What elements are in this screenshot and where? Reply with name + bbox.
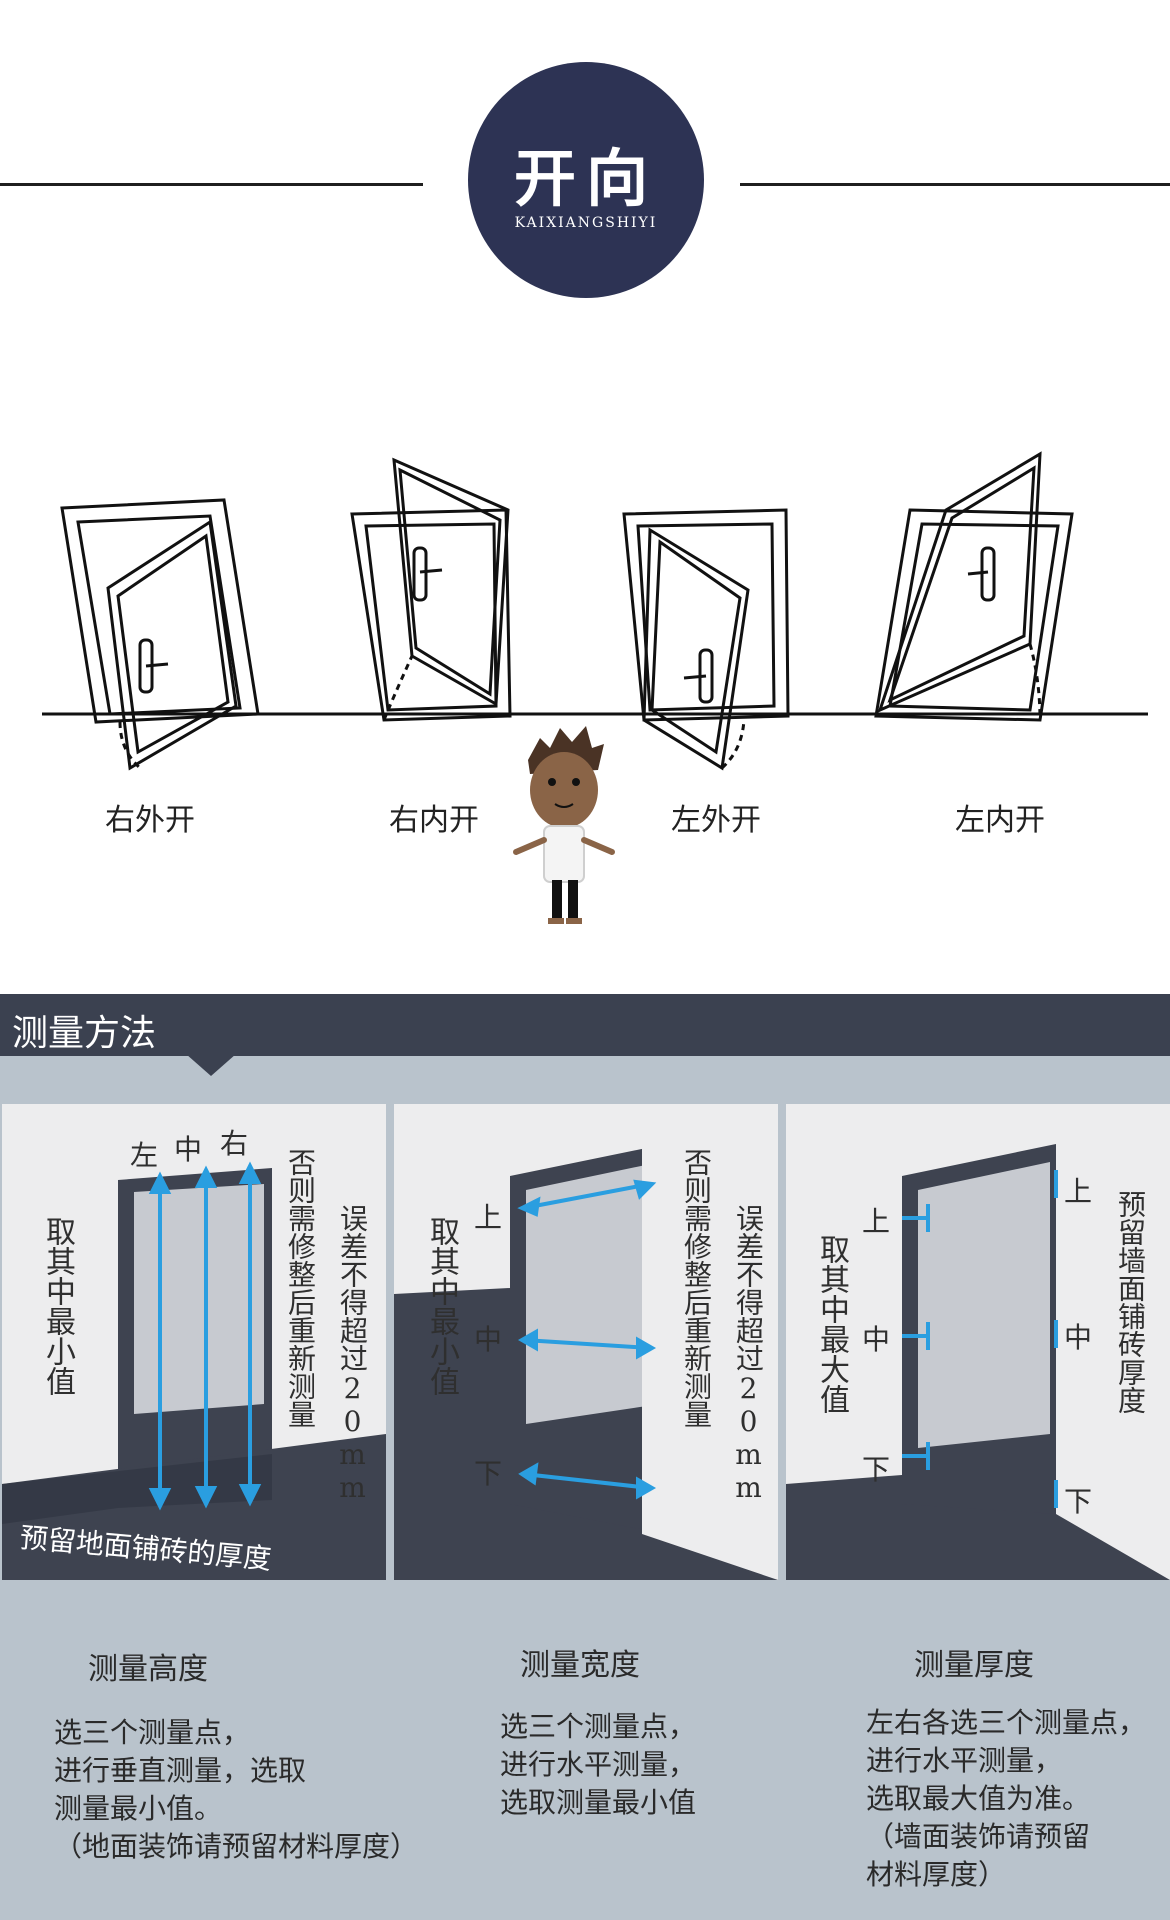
- header-subtitle: KAIXIANGSHIYI: [514, 215, 658, 231]
- panel-height-right-note-2: 误差不得超过20mm: [336, 1204, 369, 1504]
- header-divider-left: [0, 183, 423, 186]
- panel-height-right-note-1: 否则需修整后重新测量: [284, 1148, 317, 1428]
- door-label-right-outward: 右外开: [105, 803, 195, 838]
- panel-width-label-bottom: 下: [474, 1457, 503, 1490]
- panel-height: 取其中最小值 左 中 右 否则需修整后重新测量 误差不得超过20mm 预留地面铺…: [2, 1104, 386, 1580]
- cartoon-person-icon: [513, 726, 615, 924]
- measure-title: 测量方法: [12, 1013, 157, 1054]
- header-title: 开向: [513, 142, 658, 215]
- door-left-inward-icon: [874, 451, 1074, 722]
- section-desc-height: 选三个测量点， 进行垂直测量，选取 测量最小值。 （地面装饰请预留材料厚度）: [54, 1716, 419, 1863]
- section-title-height: 测量高度: [88, 1652, 208, 1687]
- door-label-right-inward: 右内开: [389, 803, 479, 838]
- panel-width-illustration: [394, 1104, 778, 1580]
- section-title-width: 测量宽度: [520, 1648, 640, 1683]
- door-label-left-outward: 左外开: [671, 803, 761, 838]
- panel-thickness-right-note: 预留墙面铺砖厚度: [1114, 1190, 1147, 1414]
- panel-width-right-note-1: 否则需修整后重新测量: [680, 1148, 713, 1428]
- panel-thickness-label-top: 上: [862, 1205, 891, 1238]
- panel-height-illustration: [2, 1104, 386, 1580]
- panel-width-label-middle: 中: [474, 1323, 503, 1356]
- panel-height-label-right: 右: [220, 1127, 249, 1160]
- panel-thickness-illustration: [786, 1104, 1170, 1580]
- door-label-left-inward: 左内开: [955, 803, 1045, 838]
- panel-width-right-note-2: 误差不得超过20mm: [732, 1204, 765, 1504]
- panel-height-left-note: 取其中最小值: [40, 1216, 75, 1396]
- measure-header-bar: [0, 994, 1170, 1056]
- panel-height-label-middle: 中: [174, 1133, 203, 1166]
- door-left-outward-icon: [622, 508, 790, 771]
- panel-thickness-right-label-top: 上: [1064, 1175, 1093, 1208]
- door-illustrations: [42, 451, 1148, 924]
- door-right-inward-icon: [350, 457, 512, 722]
- section-title-thickness: 测量厚度: [914, 1648, 1034, 1683]
- panel-thickness: 取其中最大值 上 中 下 上 中 下 预留墙面铺砖厚度: [786, 1104, 1170, 1580]
- panel-thickness-right-label-bottom: 下: [1064, 1485, 1093, 1518]
- header-badge: 开向 KAIXIANGSHIYI: [468, 62, 704, 298]
- panel-thickness-left-note: 取其中最大值: [814, 1234, 849, 1414]
- section-desc-thickness: 左右各选三个测量点， 进行水平测量， 选取最大值为准。 （墙面装饰请预留 材料厚…: [866, 1706, 1147, 1891]
- section-desc-width: 选三个测量点， 进行水平测量， 选取测量最小值: [500, 1710, 697, 1819]
- door-right-outward-icon: [60, 498, 260, 771]
- header-divider-right: [740, 183, 1170, 186]
- panel-thickness-label-bottom: 下: [862, 1453, 891, 1486]
- panel-thickness-right-label-middle: 中: [1064, 1321, 1093, 1354]
- panel-height-label-left: 左: [130, 1139, 159, 1172]
- panel-width: 取其中最小值 上 中 下 否则需修整后重新测量 误差不得超过20mm: [394, 1104, 778, 1580]
- panel-thickness-label-middle: 中: [862, 1323, 891, 1356]
- panel-width-label-top: 上: [474, 1201, 503, 1234]
- panel-width-left-note: 取其中最小值: [424, 1216, 459, 1396]
- measure-header-pointer-icon: [186, 1054, 236, 1076]
